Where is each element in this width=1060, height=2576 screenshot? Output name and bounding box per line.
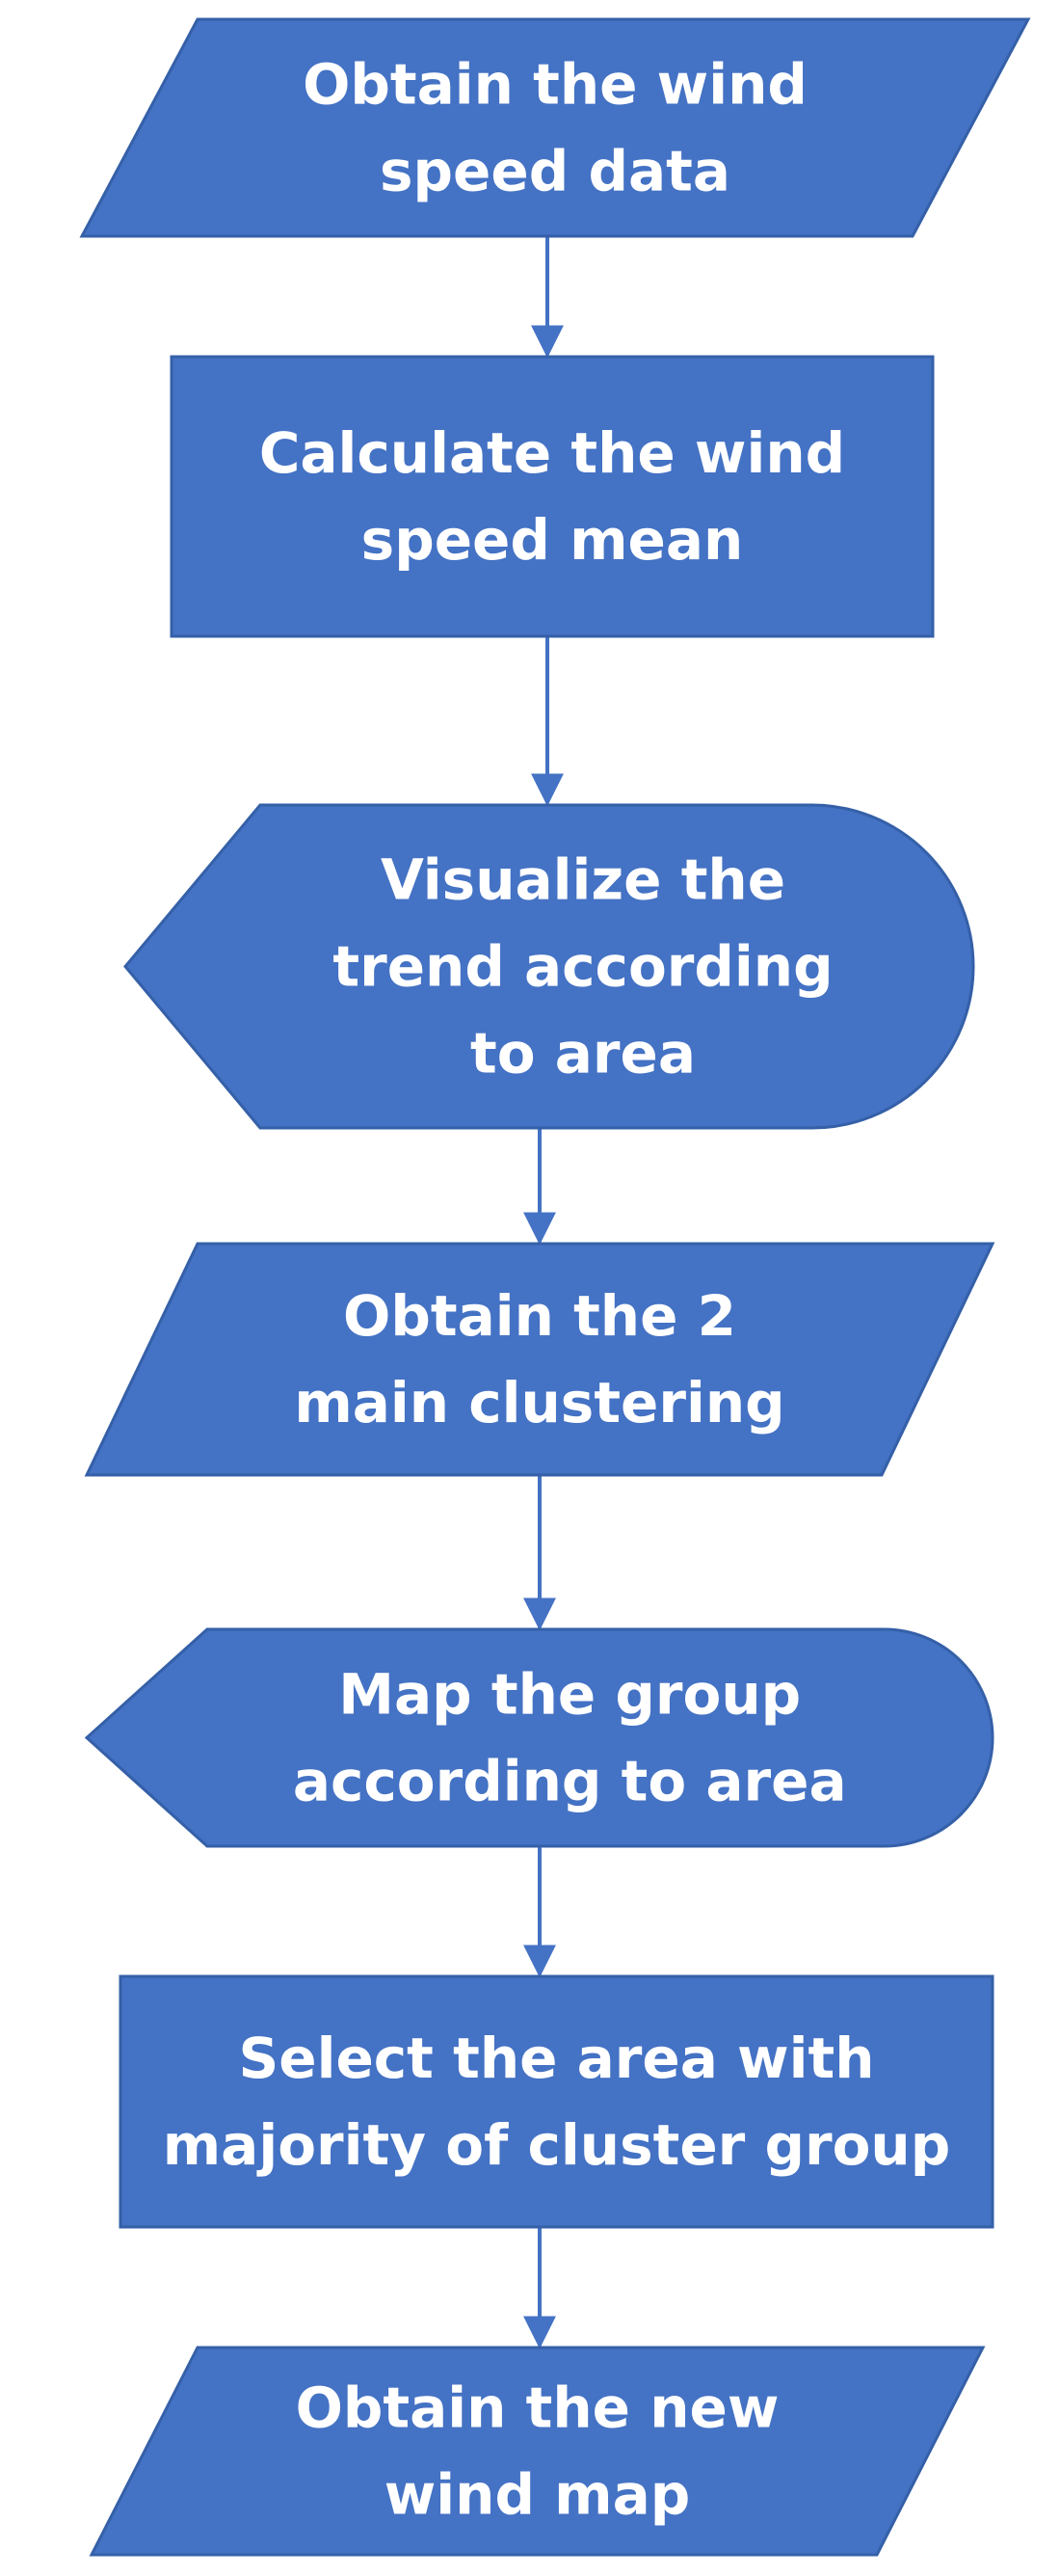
parallelogram-shape [84,1242,995,1477]
node-label-line: wind map [384,2462,691,2528]
rectangle-shape [119,1974,994,2229]
flow-node-map-group: Map the group according to area [84,1627,994,1848]
node-label-line: speed mean [361,507,744,573]
node-label-line: Map the group [338,1662,801,1728]
flow-node-select-area: Select the area with majority of cluster … [119,1974,994,2229]
node-label-line: according to area [293,1749,847,1814]
node-label-line: Select the area with [238,2026,874,2091]
flow-node-visualize-trend: Visualize the trend according to area [123,803,975,1130]
display-shape [123,803,975,1130]
display-shape [84,1627,994,1848]
node-label-line: Obtain the wind [303,52,808,118]
node-label-line: majority of cluster group [163,2112,951,2178]
parallelogram-shape [79,17,1031,238]
flow-node-calculate-wind-speed-mean: Calculate the wind speed mean [170,355,935,638]
node-label-line: Visualize the [381,847,785,913]
node-label-line: Obtain the 2 [343,1283,736,1349]
node-label-line: speed data [380,139,730,204]
flow-node-obtain-main-clustering: Obtain the 2 main clustering [84,1242,995,1477]
node-label-line: to area [470,1021,696,1087]
connector-layer [523,236,564,2349]
node-label-line: trend according [332,934,833,1000]
node-label-line: Calculate the wind [259,420,845,486]
node-label-line: main clustering [294,1370,784,1436]
rectangle-shape [170,355,935,638]
node-label-line: Obtain the new [296,2375,780,2441]
parallelogram-shape [89,2346,986,2557]
flow-node-obtain-new-wind-map: Obtain the new wind map [89,2346,986,2557]
flow-node-obtain-wind-speed-data: Obtain the wind speed data [79,17,1031,238]
